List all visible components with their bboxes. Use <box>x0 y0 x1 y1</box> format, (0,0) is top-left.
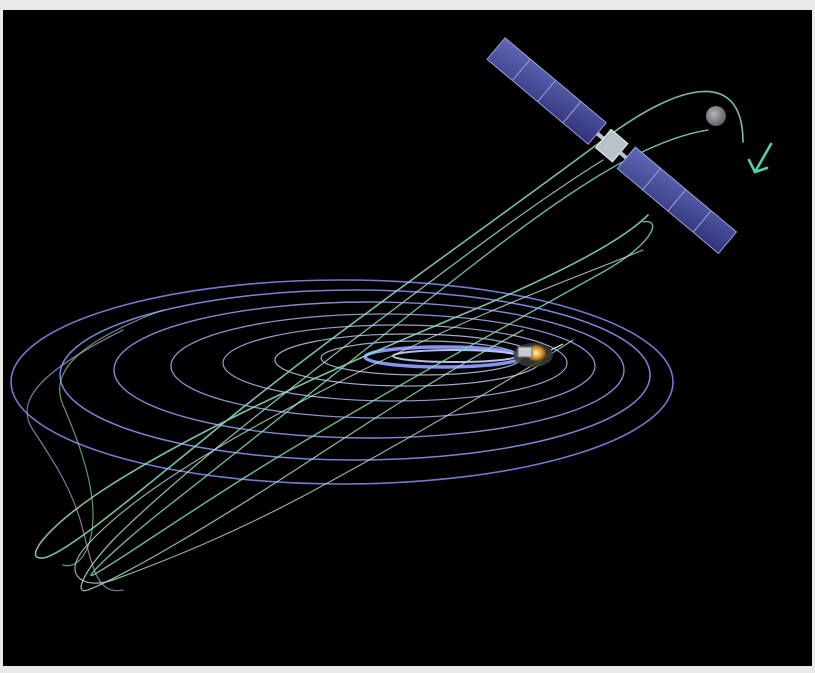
orbit-ring <box>113 301 625 439</box>
spacecraft-body <box>594 128 629 163</box>
approach-trajectories <box>26 90 744 592</box>
orbit-ring <box>59 289 651 461</box>
comet-nucleus-icon <box>513 343 564 367</box>
space-scene <box>3 10 812 666</box>
trajectory-loop <box>90 129 709 577</box>
orbit-ring-inner <box>392 349 518 363</box>
orbit-rings <box>10 279 674 485</box>
trajectory-loop-inner <box>80 159 604 592</box>
planet-disc-icon <box>706 106 726 126</box>
trajectory-left-swing <box>59 309 164 567</box>
orbit-ring <box>222 324 568 402</box>
trajectory-loop <box>74 249 644 584</box>
satellite-icon <box>486 37 738 255</box>
arrow-down-left-icon <box>747 142 773 174</box>
orbit-ring <box>170 313 596 419</box>
trajectory-left-swing <box>26 329 124 592</box>
trajectory-diagram <box>10 37 773 592</box>
orbit-ring <box>10 279 674 485</box>
lander-probe <box>517 346 533 358</box>
